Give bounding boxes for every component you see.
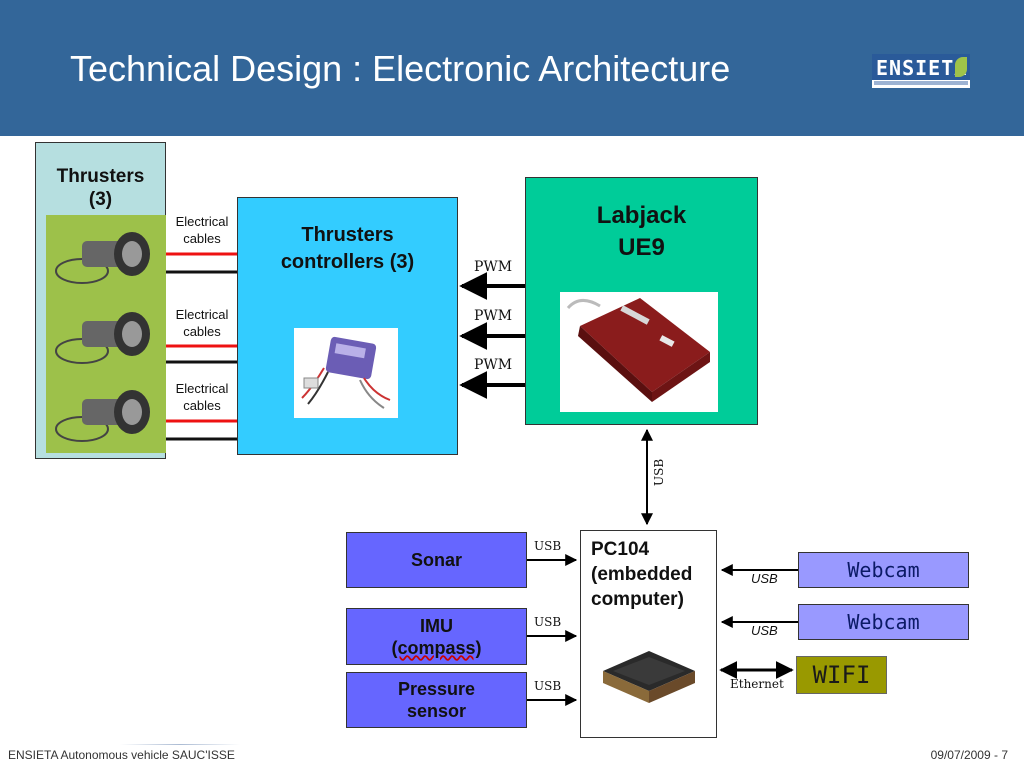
thruster-motor-icon: [55, 312, 150, 364]
usb-webcam1-label: USB: [751, 571, 778, 586]
footer-page-number: 09/07/2009 - 7: [930, 748, 1008, 762]
footer-divider: [120, 744, 240, 745]
labjack-title-line2: UE9: [618, 234, 665, 261]
electrical-cables-label-3: Electrical cables: [169, 380, 235, 414]
controllers-title-line1: Thrusters: [301, 224, 394, 246]
usb-imu-label: USB: [534, 615, 562, 629]
esc-board-icon: [301, 336, 391, 409]
thrusters-title: Thrusters (3): [36, 165, 165, 211]
pwm-label-2: PWM: [474, 308, 513, 324]
ensieta-logo: ENSIETA: [872, 54, 970, 88]
pressure-sensor-block: Pressure sensor: [346, 672, 527, 728]
pc104-photo: [599, 641, 699, 711]
thrusters-controllers-block: Thrusters controllers (3): [237, 197, 458, 455]
thruster-motor-icon: [55, 390, 150, 442]
slide-title: Technical Design : Electronic Architectu…: [70, 48, 731, 89]
pc104-title-line1: PC104: [591, 539, 650, 560]
controllers-title-line2: controllers (3): [280, 251, 415, 273]
thrusters-block: Thrusters (3): [35, 142, 166, 459]
slide-header: Technical Design : Electronic Architectu…: [0, 0, 1024, 136]
controllers-title: Thrusters controllers (3): [238, 222, 457, 276]
thrusters-title-line2: (3): [88, 189, 113, 210]
leaf-icon: [955, 57, 967, 77]
labjack-title: Labjack UE9: [526, 200, 757, 264]
ethernet-label: Ethernet: [730, 677, 784, 691]
pc104-title: PC104 (embedded computer): [591, 537, 692, 612]
electrical-cables-label-2-line2: cables: [183, 324, 221, 339]
electrical-cables-label-1-line2: cables: [183, 231, 221, 246]
labjack-device-icon: [566, 298, 710, 402]
pressure-label-line2: sensor: [406, 701, 467, 721]
electrical-cables-label-3-line1: Electrical: [175, 381, 229, 396]
pc104-title-line3: computer): [591, 589, 684, 610]
wifi-block: WIFI: [796, 656, 887, 694]
sonar-block: Sonar: [346, 532, 527, 588]
usb-sonar-label: USB: [534, 539, 562, 553]
labjack-ue9-block: Labjack UE9: [525, 177, 758, 425]
thrusters-photo: [46, 215, 166, 453]
usb-labjack-label: USB: [652, 458, 666, 486]
pressure-label-line1: Pressure: [397, 679, 476, 699]
electrical-cables-label-1-line1: Electrical: [175, 214, 229, 229]
pc104-block: PC104 (embedded computer): [580, 530, 717, 738]
thrusters-title-line1: Thrusters: [56, 166, 145, 187]
thruster-motor-icon: [55, 232, 150, 284]
electrical-cables-label-2: Electrical cables: [169, 306, 235, 340]
labjack-title-line1: Labjack: [596, 202, 687, 229]
electrical-cables-label-3-line2: cables: [183, 398, 221, 413]
webcam-2-block: Webcam: [798, 604, 969, 640]
pwm-label-3: PWM: [474, 357, 513, 373]
electrical-cables-label-1: Electrical cables: [169, 213, 235, 247]
webcam-1-block: Webcam: [798, 552, 969, 588]
electrical-cables-label-2-line1: Electrical: [175, 307, 229, 322]
pwm-label-1: PWM: [474, 259, 513, 275]
pc104-board-icon: [603, 651, 695, 703]
labjack-photo: [560, 292, 718, 412]
footer-left-text: ENSIETA Autonomous vehicle SAUC'ISSE: [8, 748, 235, 762]
logo-subtitle-bar: [874, 81, 968, 85]
usb-pressure-label: USB: [534, 679, 562, 693]
imu-block: IMU (compass): [346, 608, 527, 665]
esc-photo: [294, 328, 398, 418]
compass-label: (compass): [391, 637, 482, 658]
logo-badge: ENSIETA: [872, 54, 970, 80]
logo-text: ENSIETA: [876, 56, 968, 80]
pc104-title-line2: (embedded: [591, 564, 693, 585]
imu-label: IMU: [420, 615, 453, 636]
usb-webcam2-label: USB: [751, 623, 778, 638]
